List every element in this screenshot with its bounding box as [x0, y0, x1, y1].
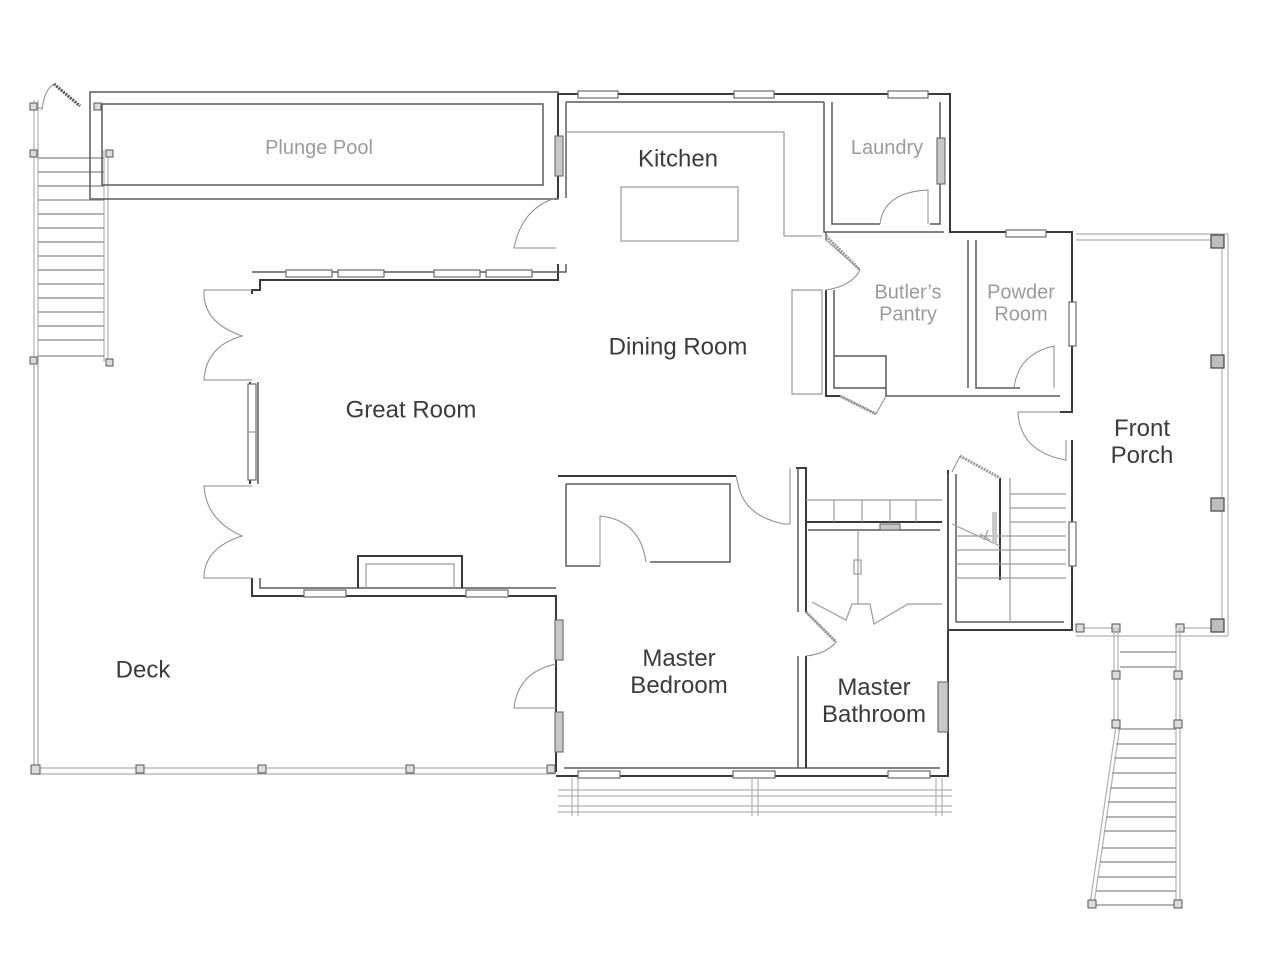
room-name-line1: Butler’s	[874, 281, 942, 304]
front-stair	[1087, 628, 1183, 909]
room-label-butlers-pantry: Butler’s Pantry	[874, 282, 941, 327]
doors	[203, 189, 1067, 709]
room-name-line2: Room	[994, 304, 1048, 326]
west-stair	[29, 82, 114, 770]
room-name-line1: Powder	[987, 281, 1055, 304]
room-label-laundry: Laundry	[851, 137, 923, 159]
south-railing	[558, 778, 952, 816]
interior-stair	[951, 454, 1066, 622]
deck-outline	[30, 362, 556, 775]
windows	[247, 90, 1077, 779]
room-label-kitchen: Kitchen	[637, 145, 719, 174]
room-name: Great Room	[345, 396, 477, 424]
room-name-line2: Pantry	[879, 304, 937, 326]
room-name-line2: Bathroom	[821, 701, 927, 728]
room-name: Kitchen	[637, 145, 719, 173]
room-label-plunge-pool: Plunge Pool	[265, 137, 373, 159]
room-name: Plunge Pool	[265, 136, 373, 159]
room-name: Deck	[115, 656, 171, 684]
room-label-front-porch: Front Porch	[1110, 415, 1174, 470]
room-name-line2: Porch	[1110, 442, 1174, 469]
room-name-line2: Bedroom	[630, 672, 728, 699]
front-porch-structure	[1075, 233, 1229, 637]
room-label-deck: Deck	[115, 656, 171, 685]
room-name: Laundry	[850, 136, 924, 159]
interior-walls	[558, 102, 1060, 768]
room-name-line1: Master	[837, 674, 911, 702]
room-name-line1: Master	[642, 645, 716, 673]
room-label-master-bedroom: Master Bedroom	[630, 645, 728, 700]
room-name-line1: Front	[1113, 415, 1171, 443]
room-name: Dining Room	[608, 333, 748, 361]
room-label-dining-room: Dining Room	[608, 333, 748, 362]
room-label-great-room: Great Room	[345, 396, 477, 425]
room-label-powder-room: Powder Room	[987, 282, 1055, 327]
room-label-master-bathroom: Master Bathroom	[821, 674, 927, 729]
